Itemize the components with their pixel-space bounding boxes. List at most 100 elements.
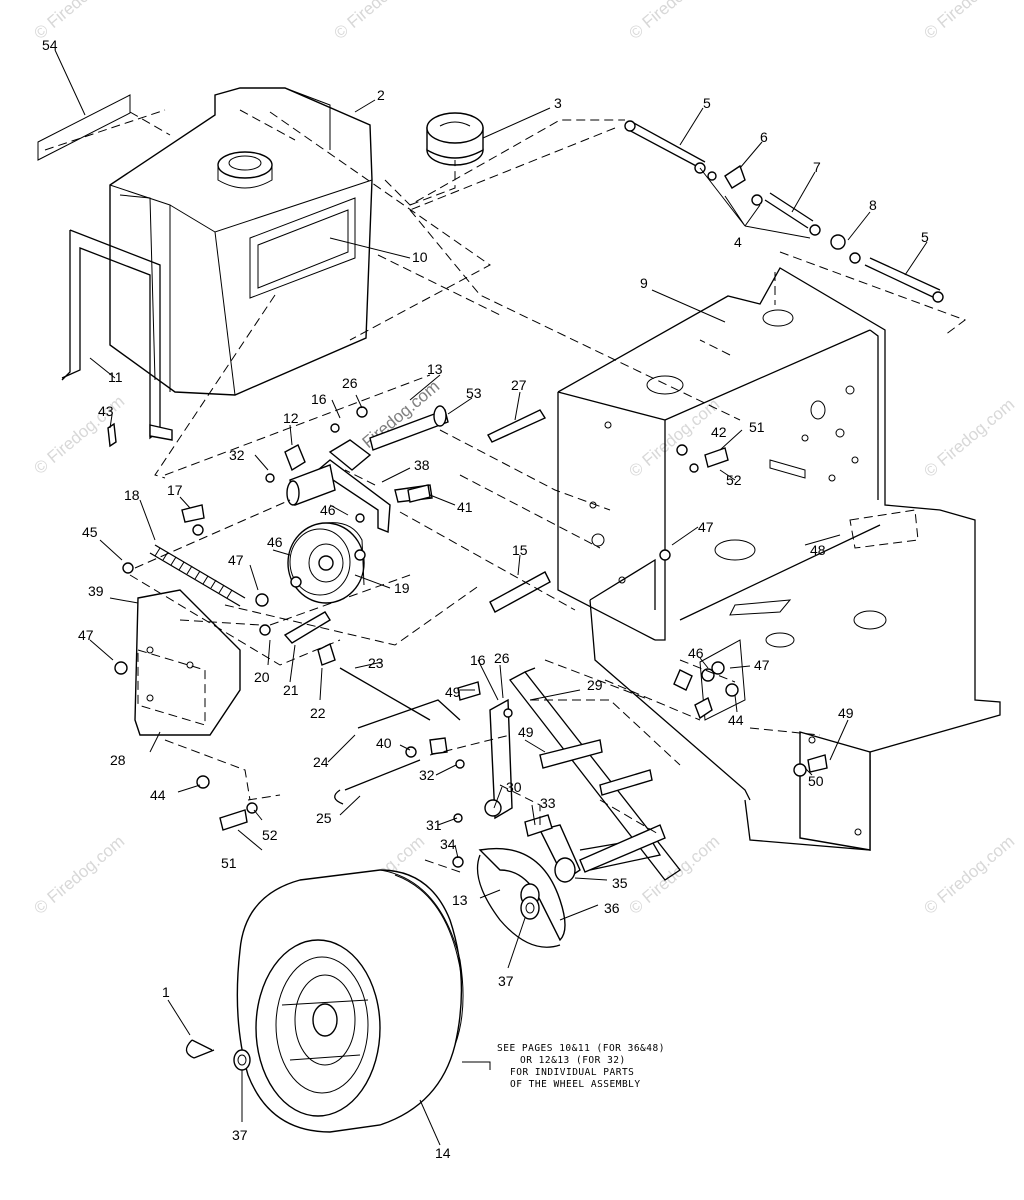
callout-label: 29 [587,677,603,693]
callout-label: 30 [506,779,522,795]
callout-label: 11 [108,369,123,385]
callout-label: 49 [838,705,854,721]
callout-label: 26 [494,650,510,666]
wheel-assembly-note: SEE PAGES 10&11 (FOR 36&48) OR 12&13 (FO… [497,1043,665,1090]
callout-label: 46 [267,534,283,550]
callout-label: 45 [82,524,98,540]
callout-label: 32 [419,767,435,783]
note-line: SEE PAGES 10&11 (FOR 36&48) [497,1043,665,1054]
callout-label: 32 [229,447,245,463]
callout-label: 7 [813,159,821,175]
callout-label: 47 [78,627,94,643]
callout-layer: 54 2 3 5 6 7 8 5 4 10 9 11 43 26 13 16 1… [42,37,929,1161]
callout-label: 44 [150,787,166,803]
callout-label: 26 [342,375,358,391]
tank-strap-part [61,229,173,441]
callout-label: 51 [749,419,765,435]
callout-label: 15 [512,542,528,558]
callout-label: 28 [110,752,126,768]
callout-label: 52 [726,472,742,488]
callout-label: 13 [452,892,468,908]
spring-part [149,544,246,607]
watermark-text: © Firedog.com [625,0,723,43]
callout-label: 20 [254,669,270,685]
callout-label: 50 [808,773,824,789]
callout-label: 37 [498,973,514,989]
hardware-part [107,406,828,868]
note-line: OR 12&13 (FOR 32) [520,1055,626,1066]
callout-label: 34 [440,836,456,852]
callout-label: 35 [612,875,628,891]
pulley-part [287,522,365,604]
callout-label: 33 [540,795,556,811]
rod-part [283,571,666,873]
bracket-part [284,405,547,534]
watermark-text: © Firedog.com [920,0,1018,43]
callout-label: 10 [412,249,428,265]
callout-label: 13 [427,361,443,377]
callout-label: 23 [368,655,384,671]
callout-label: 18 [124,487,140,503]
watermark-text: © Firedog.com [30,832,128,918]
callout-label: 5 [703,95,711,111]
callout-label: 40 [376,735,392,751]
callout-label: 31 [426,817,442,833]
leader-line [54,49,928,1146]
callout-label: 14 [435,1145,451,1161]
callout-label: 19 [394,580,410,596]
callout-label: 2 [377,87,385,103]
callout-label: 16 [311,391,327,407]
callout-label: 22 [310,705,326,721]
callout-label: 24 [313,754,329,770]
callout-label: 17 [167,482,183,498]
callout-label: 27 [511,377,527,393]
callout-label: 12 [283,410,299,426]
callout-label: 39 [88,583,104,599]
note-line: OF THE WHEEL ASSEMBLY [510,1079,641,1090]
callout-label: 46 [320,502,336,518]
wheel-part [236,869,464,1133]
watermark-text: © Firedog.com [625,395,723,481]
callout-label: 51 [221,855,237,871]
frame-chassis-part [557,267,1001,851]
callout-label: 47 [698,519,714,535]
gas-cap-part [426,112,484,166]
fuel-line-part [624,120,944,303]
callout-label: 8 [869,197,877,213]
callout-label: 46 [688,645,704,661]
callout-label: 53 [466,385,482,401]
callout-label: 25 [316,810,332,826]
callout-label: 49 [518,724,534,740]
callout-label: 6 [760,129,768,145]
callout-label: 16 [470,652,486,668]
fuel-tank-part [109,87,373,396]
callout-label: 38 [414,457,430,473]
callout-label: 3 [554,95,562,111]
callout-label: 42 [711,424,727,440]
callout-label: 49 [445,684,461,700]
watermark-text: © Firedog.com [920,395,1018,481]
callout-label: 47 [754,657,770,673]
callout-label: 47 [228,552,244,568]
callout-label: 36 [604,900,620,916]
callout-label: 21 [283,682,299,698]
watermark-text: © Firedog.com [920,832,1018,918]
note-line: FOR INDIVIDUAL PARTS [510,1067,634,1078]
idler-plate-part [134,589,241,736]
callout-label: 4 [734,234,742,250]
callout-label: 5 [921,229,929,245]
callout-label: 54 [42,37,58,53]
callout-label: 43 [98,403,114,419]
assembly-line [44,109,967,873]
callout-label: 9 [640,275,648,291]
callout-label: 41 [457,499,473,515]
callout-label: 44 [728,712,744,728]
decal-part [37,94,131,161]
callout-label: 1 [162,984,170,1000]
callout-label: 37 [232,1127,248,1143]
callout-label: 52 [262,827,278,843]
watermark-text: © Firedog.com [330,0,428,43]
callout-label: 48 [810,542,826,558]
